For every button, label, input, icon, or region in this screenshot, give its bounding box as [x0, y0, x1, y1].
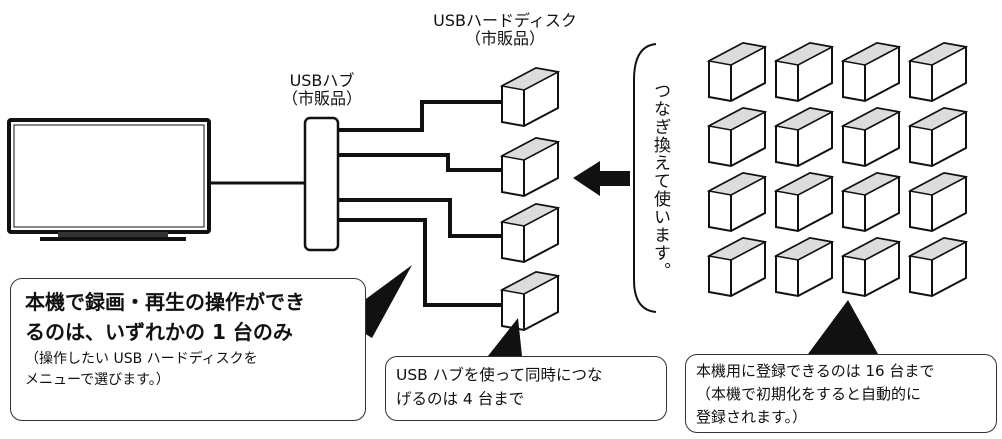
hdd-label: USBハードディスク （市販品）	[410, 12, 600, 48]
swap-note: つなぎ換えて使います。	[650, 82, 670, 280]
bracket	[633, 43, 657, 313]
callout-hub-line2: げるのは 4 台まで	[396, 390, 525, 408]
hub-label-line2: （市販品）	[281, 89, 362, 108]
hdd-label-line1: USBハードディスク	[433, 11, 577, 30]
swap-arrow	[573, 161, 630, 196]
callout-hub: USB ハブを使って同時につな げるのは 4 台まで	[385, 356, 667, 421]
callout-register-line1: 本機用に登録できるのは 16 台まで	[696, 362, 935, 380]
hub-label-line1: USBハブ	[289, 71, 355, 90]
callout-main: 本機で録画・再生の操作ができ るのは、いずれかの 1 台のみ （操作したい US…	[10, 278, 366, 421]
callout-register-pointer	[808, 300, 878, 354]
callout-hub-pointer	[488, 318, 522, 356]
callout-hub-line1: USB ハブを使って同時につな	[396, 366, 603, 384]
registered-drives-grid	[708, 42, 967, 297]
callout-main-line1: 本機で録画・再生の操作ができ	[25, 290, 305, 314]
callout-main-line2: るのは、いずれかの 1 台のみ	[25, 320, 293, 344]
callout-register: 本機用に登録できるのは 16 台まで （本機で初期化をすると自動的に 登録されま…	[685, 354, 997, 433]
callout-main-sub1: （操作したい USB ハードディスクを	[25, 351, 258, 367]
callout-main-sub2: メニューで選びます。）	[25, 372, 170, 388]
connected-drives	[501, 67, 559, 331]
hdd-label-line2: （市販品）	[464, 29, 545, 48]
tv-illustration	[7, 118, 211, 241]
hub-drive-cables	[338, 100, 508, 307]
hub-label: USBハブ （市販品）	[262, 72, 382, 108]
callout-register-line2: （本機で初期化をすると自動的に	[696, 385, 922, 403]
callout-register-line3: 登録されます。）	[696, 408, 808, 426]
usb-hub	[303, 116, 340, 252]
